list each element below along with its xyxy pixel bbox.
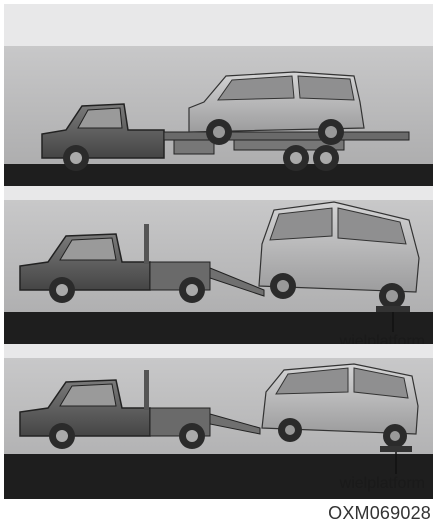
panel-wheel-lift-front: wielplatform xyxy=(4,358,433,499)
figure-code: OXM069028 xyxy=(328,503,431,524)
wheel-dolly-label: wielplatform xyxy=(340,476,425,492)
panel-wheel-lift-rear: wielplatform xyxy=(4,200,433,344)
wheel-dolly xyxy=(376,306,410,312)
towing-illustration: wielplatform wielplatform xyxy=(4,4,433,499)
flatbed-deck xyxy=(164,132,409,140)
panel-flatbed xyxy=(4,46,433,186)
wheel-dolly-label: wielplatform xyxy=(340,334,425,344)
wheel-dolly xyxy=(380,446,412,452)
